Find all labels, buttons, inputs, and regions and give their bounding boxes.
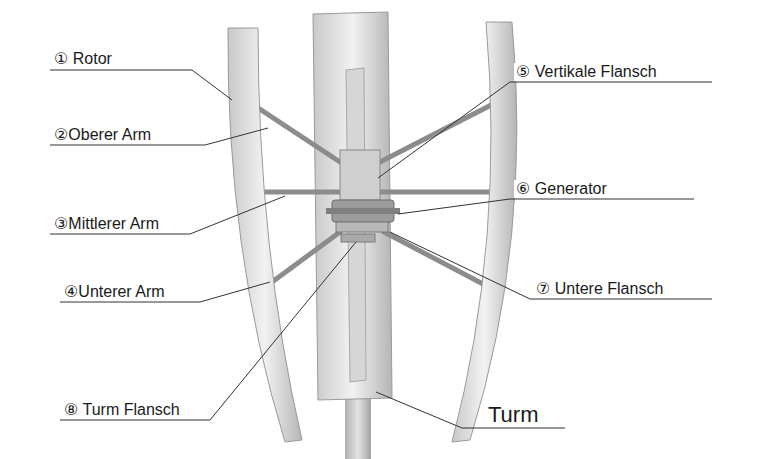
part-label: ②Oberer Arm	[52, 126, 153, 144]
part-label: ⑥ Generator	[514, 180, 609, 198]
left-blade	[228, 28, 302, 442]
part-label: ⑧ Turm Flansch	[62, 401, 182, 419]
right-blade	[452, 22, 517, 442]
part-label: ③Mittlerer Arm	[52, 215, 161, 233]
vertical-flange	[340, 150, 380, 200]
part-label: ④Unterer Arm	[62, 283, 167, 301]
leader-lines	[50, 70, 712, 428]
part-label: ⑦ Untere Flansch	[534, 280, 665, 298]
part-label: ⑤ Vertikale Flansch	[514, 63, 659, 81]
tower-label: Turm	[486, 403, 541, 427]
tower-flange	[341, 234, 375, 242]
generator-ring	[326, 208, 400, 214]
lower-flange	[336, 222, 388, 232]
arms	[246, 100, 505, 285]
part-label: ① Rotor	[52, 50, 114, 68]
